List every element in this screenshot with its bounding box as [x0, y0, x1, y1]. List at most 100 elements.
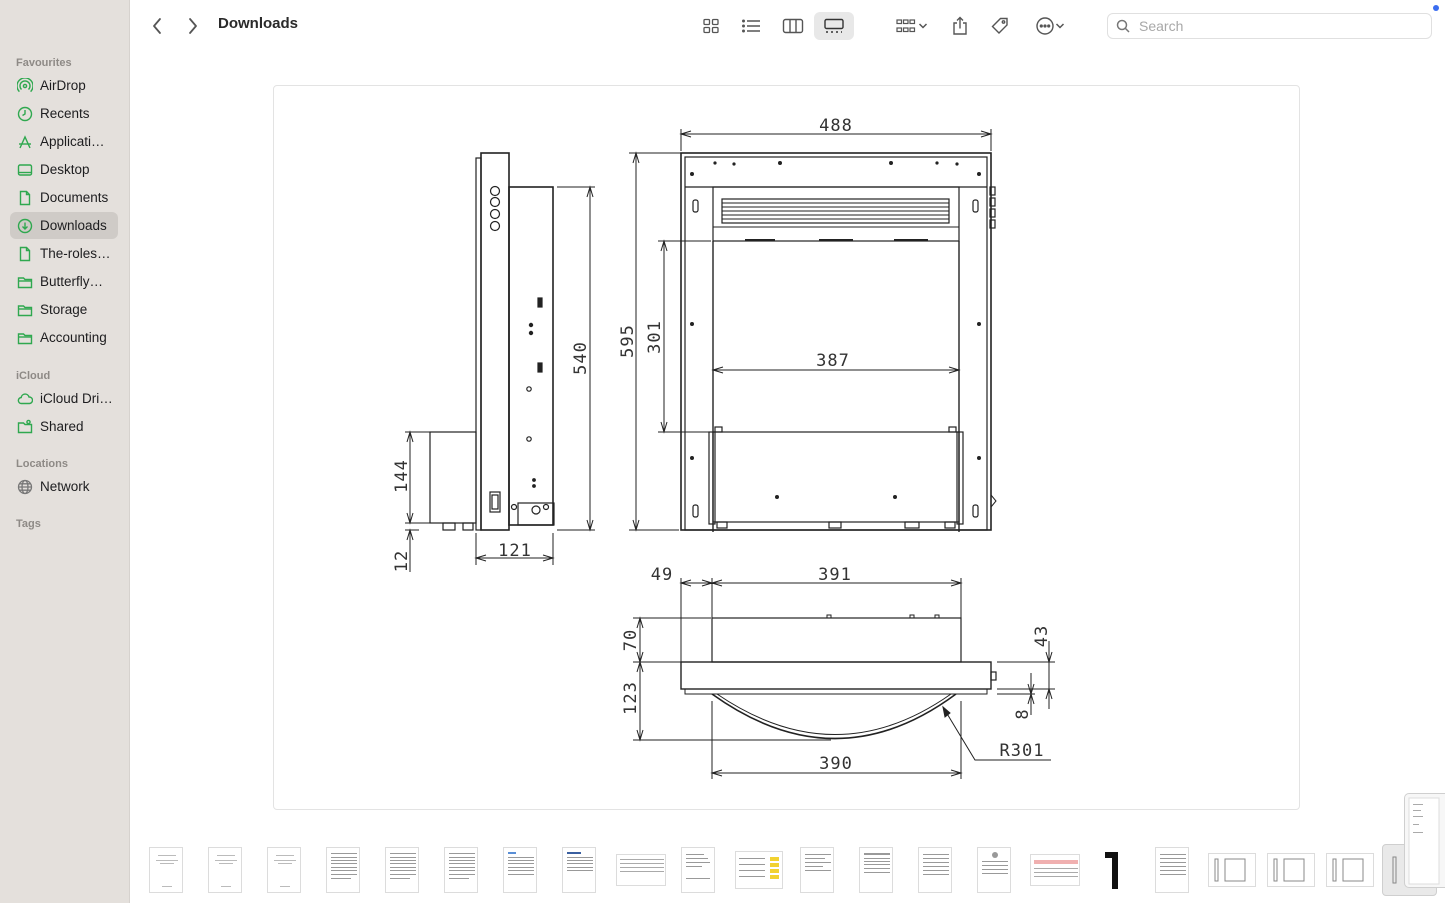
sidebar-item-label: iCloud Dri… — [40, 391, 113, 406]
thumbnail-document[interactable] — [444, 847, 478, 893]
sidebar-item-applications[interactable]: Applicati… — [10, 128, 118, 155]
chevron-right-icon — [189, 18, 197, 34]
sidebar-item-documents[interactable]: Documents — [10, 184, 118, 211]
share-icon — [953, 16, 967, 35]
thumbnail-document[interactable] — [385, 847, 419, 893]
section-title-tags: Tags — [16, 518, 41, 530]
sidebar-item-label: Shared — [40, 419, 84, 434]
airdrop-icon — [17, 77, 33, 94]
sidebar-item-label: Downloads — [40, 218, 107, 233]
list-icon — [742, 19, 760, 33]
dim-391: 391 — [818, 565, 852, 585]
thumbnail-document[interactable] — [859, 847, 893, 893]
group-by-button[interactable] — [890, 12, 934, 40]
dim-301: 301 — [645, 320, 665, 354]
sidebar-item-butterfly[interactable]: Butterfly… — [10, 268, 118, 295]
column-view-button[interactable] — [775, 12, 811, 40]
dim-121: 121 — [498, 541, 532, 561]
sidebar-item-label: Applicati… — [40, 134, 105, 149]
dim-540: 540 — [571, 341, 591, 375]
thumbnail-drawing[interactable] — [1208, 853, 1256, 887]
sidebar-item-label: Desktop — [40, 162, 90, 177]
search-input[interactable] — [1137, 17, 1421, 35]
sidebar-item-label: Recents — [40, 106, 90, 121]
applications-icon — [17, 134, 33, 150]
document-icon — [17, 190, 33, 206]
back-button[interactable] — [144, 12, 170, 40]
sidebar-item-desktop[interactable]: Desktop — [10, 156, 118, 183]
notification-dot — [1433, 5, 1439, 11]
dim-43: 43 — [1032, 625, 1052, 647]
more-actions-button[interactable] — [1028, 12, 1072, 40]
sidebar-item-network[interactable]: Network — [10, 473, 118, 500]
sidebar-item-label: Network — [40, 479, 90, 494]
ellipsis-circle-icon — [1036, 17, 1054, 35]
sidebar-item-label: Storage — [40, 302, 88, 317]
dim-r301: R301 — [1000, 741, 1045, 761]
share-button[interactable] — [946, 12, 974, 40]
thumbnail-document[interactable] — [681, 847, 715, 893]
scroll-peek-page[interactable] — [1404, 793, 1445, 888]
gallery-icon — [824, 18, 844, 33]
shared-folder-icon — [17, 419, 33, 435]
thumbnail-document[interactable] — [977, 847, 1011, 893]
section-title-icloud: iCloud — [16, 370, 51, 382]
sidebar-item-downloads[interactable]: Downloads — [10, 212, 118, 239]
search-icon — [1116, 19, 1130, 33]
thumbnail-document[interactable] — [562, 847, 596, 893]
sidebar-item-recents[interactable]: Recents — [10, 100, 118, 127]
sidebar-item-icloud-drive[interactable]: iCloud Dri… — [10, 385, 118, 412]
thumbnail-document[interactable] — [918, 847, 952, 893]
group-grid-icon — [896, 19, 916, 33]
dim-12: 12 — [392, 550, 412, 572]
dim-144: 144 — [392, 459, 412, 493]
top-view — [633, 578, 1055, 779]
icon-view-button[interactable] — [695, 12, 727, 40]
thumbnail-spreadsheet[interactable] — [616, 854, 666, 886]
sidebar-item-shared[interactable]: Shared — [10, 413, 118, 440]
list-view-button[interactable] — [735, 12, 767, 40]
forward-button[interactable] — [180, 12, 206, 40]
dim-8: 8 — [1013, 708, 1033, 719]
columns-icon — [782, 18, 804, 34]
thumbnail-document[interactable] — [208, 847, 242, 893]
thumbnail-document[interactable] — [326, 847, 360, 893]
thumbnail-document[interactable] — [800, 847, 834, 893]
cloud-icon — [17, 391, 33, 407]
search-field[interactable] — [1107, 13, 1432, 39]
sidebar-item-airdrop[interactable]: AirDrop — [10, 72, 118, 99]
side-view — [405, 152, 595, 572]
thumbnail-document[interactable] — [503, 847, 537, 893]
thumbnail-spreadsheet[interactable] — [1030, 854, 1080, 886]
thumbnail-document[interactable] — [1155, 847, 1189, 893]
chevron-left-icon — [153, 18, 161, 34]
gallery-view-button[interactable] — [814, 12, 854, 40]
section-title-favourites: Favourites — [16, 57, 72, 69]
dim-70: 70 — [621, 629, 641, 651]
sidebar-item-label: Documents — [40, 190, 109, 205]
front-view — [629, 129, 997, 532]
dim-49: 49 — [651, 565, 673, 585]
sidebar-item-label: Accounting — [40, 330, 107, 345]
technical-drawing: 488 387 595 301 540 144 12 121 49 391 70… — [392, 116, 1055, 779]
toolbar: Downloads — [130, 0, 1445, 52]
globe-icon — [17, 479, 33, 495]
thumbnail-drawing[interactable] — [1267, 853, 1315, 887]
thumbnail-document[interactable] — [267, 847, 301, 893]
tag-button[interactable] — [985, 12, 1015, 40]
sidebar-item-the-roles[interactable]: The-roles… — [10, 240, 118, 267]
grid-icon — [703, 18, 719, 34]
folder-icon — [17, 302, 33, 318]
thumbnail-pipe-image[interactable] — [1096, 847, 1130, 893]
window-title: Downloads — [218, 15, 299, 32]
sidebar-item-accounting[interactable]: Accounting — [10, 324, 118, 351]
tag-icon — [991, 17, 1008, 34]
dim-488: 488 — [819, 116, 853, 136]
chevron-down-icon — [1055, 23, 1065, 29]
sidebar-item-label: The-roles… — [40, 246, 111, 261]
gallery-preview: 488 387 595 301 540 144 12 121 49 391 70… — [273, 85, 1300, 810]
sidebar-item-storage[interactable]: Storage — [10, 296, 118, 323]
thumbnail-document[interactable] — [149, 847, 183, 893]
thumbnail-drawing[interactable] — [1326, 853, 1374, 887]
thumbnail-spreadsheet[interactable] — [735, 851, 783, 889]
